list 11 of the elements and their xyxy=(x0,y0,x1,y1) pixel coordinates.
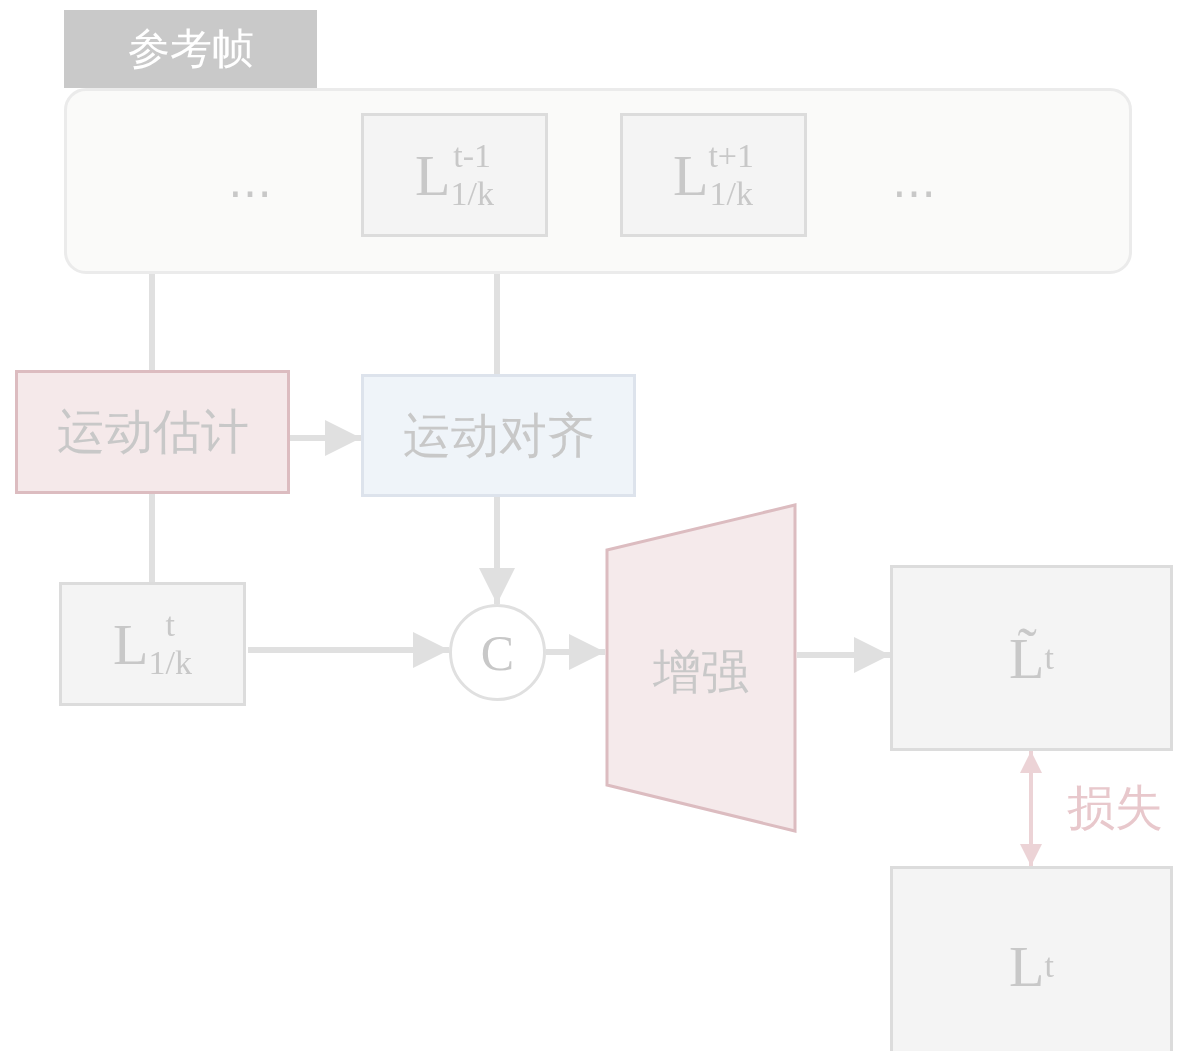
connector-line xyxy=(149,274,155,370)
arrow xyxy=(1020,751,1042,866)
arrow xyxy=(290,420,361,456)
connector-line xyxy=(494,274,500,374)
arrow xyxy=(248,632,449,668)
connector-line xyxy=(149,494,155,582)
arrow xyxy=(797,637,890,673)
ellipsis: … xyxy=(892,160,936,204)
arrow xyxy=(479,497,515,604)
ellipsis: … xyxy=(228,160,272,204)
arrow xyxy=(546,634,605,670)
